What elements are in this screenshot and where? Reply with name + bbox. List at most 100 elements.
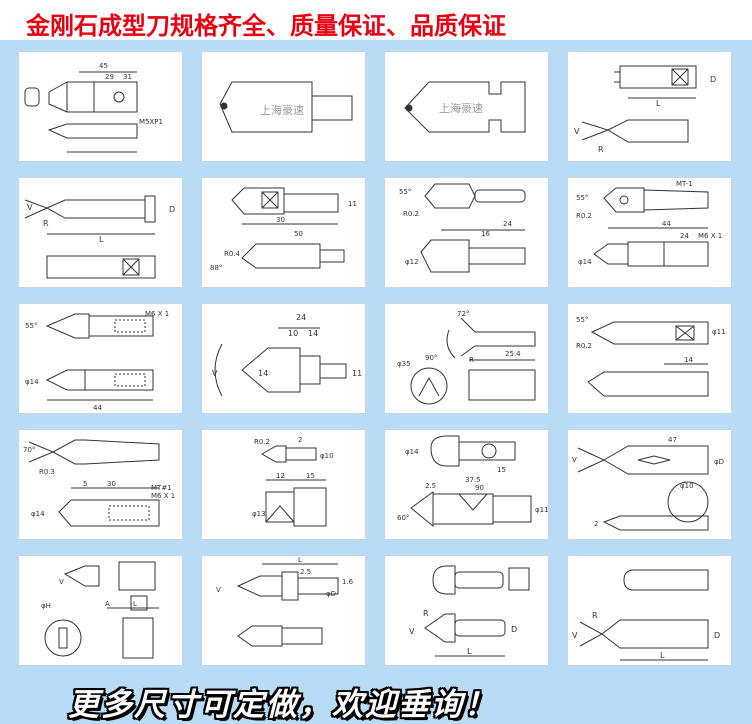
- stepped-vee-drawing: R0.2 2 φ10 12 15 φ13: [252, 436, 334, 540]
- dim-label: φ14: [31, 510, 45, 518]
- dim-label: R: [598, 145, 604, 154]
- dim-label: φ14: [405, 448, 419, 456]
- drawing-card: MT-1 55° R0.2 44 24 M6 X 1 φ14: [567, 177, 732, 288]
- dim-label: 14: [684, 356, 693, 364]
- dim-label: 15: [497, 466, 506, 474]
- square-head-drawing: V φH A L: [41, 556, 183, 666]
- dim-label: 11: [352, 369, 362, 378]
- dim-label: V: [572, 456, 577, 464]
- dim-label: φD: [326, 590, 336, 598]
- dim-label: 30: [107, 480, 116, 488]
- dim-label: L: [467, 647, 472, 656]
- dim-label: L: [298, 556, 302, 564]
- dim-label: 2.5: [300, 568, 311, 576]
- dim-label: R0.4: [224, 250, 241, 258]
- dim-label: 55°: [576, 316, 588, 324]
- drawing-grid: 45 29 31 M5XP1 上海豪速 上海豪速: [18, 51, 734, 681]
- notch-tool-drawing: 47 V φD φ10 2: [572, 436, 724, 540]
- drawing-card: φ14 15 37.5 90 2.5 60° φ11: [384, 429, 549, 540]
- long-vee-drawing: 55° R0.2 φ11 14: [576, 316, 726, 414]
- dim-label: 15: [306, 472, 315, 480]
- headline-text: 金刚石成型刀规格齐全、质量保证、品质保证: [26, 12, 506, 40]
- threaded-tool-drawing: 55° M6 X 1 44 φ14: [25, 310, 169, 412]
- dim-label: 37.5: [465, 476, 481, 484]
- dim-label: 30: [276, 216, 285, 224]
- square-shank-drawing: 30 50 11 R0.4 88°: [210, 178, 357, 272]
- dim-label: L: [133, 600, 137, 608]
- dim-label: R0.2: [254, 438, 270, 446]
- dim-label: R0.3: [39, 468, 55, 476]
- dim-label: 1.6: [342, 578, 354, 586]
- dim-label: 5: [83, 480, 87, 488]
- dim-label: 55°: [399, 188, 411, 196]
- footer-text: 更多尺寸可定做，欢迎垂询！: [68, 687, 497, 723]
- drawing-card: 45 29 31 M5XP1: [18, 51, 183, 162]
- watermark: 上海豪速: [260, 103, 304, 117]
- dim-label: φ10: [680, 482, 694, 490]
- dim-label: φ11: [712, 328, 726, 336]
- dim-label: 50: [294, 230, 303, 238]
- dim-label: 90: [475, 484, 484, 492]
- dim-label: V: [409, 627, 415, 636]
- dim-label: φH: [41, 602, 51, 610]
- dim-label: R0.2: [576, 342, 592, 350]
- dim-label: 44: [93, 404, 102, 412]
- dim-label: φ12: [405, 258, 419, 266]
- dim-label: D: [511, 625, 517, 634]
- dim-label: 11: [348, 200, 357, 208]
- cone-tool-drawing: 上海豪速: [385, 52, 549, 162]
- dim-label: 29: [105, 73, 114, 81]
- drawing-card: V φH A L: [18, 555, 183, 666]
- dim-label: φD: [714, 458, 724, 466]
- dim-label: MT-1: [676, 180, 693, 188]
- headline-bar: 金刚石成型刀规格齐全、质量保证、品质保证: [0, 0, 752, 40]
- long-dome-drawing: R V D L: [572, 556, 720, 666]
- dim-label: 70°: [23, 446, 35, 454]
- dim-label: 2: [594, 520, 598, 528]
- dim-label: V: [574, 127, 580, 136]
- dim-label: 72°: [457, 310, 469, 318]
- taper-shank-drawing: MT-1 55° R0.2 44 24 M6 X 1 φ14: [576, 180, 722, 288]
- dim-label: 90°: [425, 354, 437, 362]
- dim-label: L: [660, 651, 665, 660]
- dim-label: M5XP1: [139, 118, 163, 126]
- dim-label: 31: [123, 73, 132, 81]
- dim-label: MT#1: [151, 484, 172, 492]
- drawing-card: 47 V φD φ10 2: [567, 429, 732, 540]
- vee-tool-drawing: D L V R: [574, 52, 716, 154]
- dim-label: 25.4: [505, 350, 521, 358]
- ball-tool-drawing: V R D L: [409, 556, 549, 666]
- dim-label: φ35: [397, 360, 411, 368]
- dim-label: 45: [99, 62, 108, 70]
- collar-tool-drawing: L 2.5 1.6 V φD: [216, 556, 354, 666]
- drawing-card: R V D L: [567, 555, 732, 666]
- dim-label: 2.5: [425, 482, 436, 490]
- round-nose-drawing: 55° R0.2 16 24 φ12: [399, 178, 549, 288]
- dim-label: D: [169, 205, 175, 214]
- drawing-card: 70° R0.3 30 5 MT#1 M6 X 1 φ14: [18, 429, 183, 540]
- dim-label: R: [43, 219, 49, 228]
- dim-label: 55°: [576, 194, 588, 202]
- dim-label: 24: [680, 232, 689, 240]
- drawing-card: 55° R0.2 16 24 φ12: [384, 177, 549, 288]
- dim-label: 88°: [210, 264, 222, 272]
- dim-label: 44: [662, 220, 671, 228]
- dim-label: 14: [308, 329, 318, 338]
- dim-label: A: [105, 600, 110, 608]
- dim-label: V: [59, 578, 64, 586]
- dim-label: 24: [296, 313, 306, 322]
- drawing-card: L 2.5 1.6 V φD: [201, 555, 366, 666]
- drawing-card: 上海豪速: [201, 51, 366, 162]
- dim-label: 2: [298, 436, 302, 444]
- dim-label: 10: [288, 329, 298, 338]
- dim-label: φ11: [535, 506, 549, 514]
- footer-banner: 更多尺寸可定做，欢迎垂询！: [0, 675, 752, 723]
- dim-label: R: [469, 356, 474, 364]
- drawing-card: D L V R: [567, 51, 732, 162]
- dim-label: V: [212, 369, 218, 378]
- dim-label: M6 X 1: [145, 310, 169, 318]
- dim-label: M6 X 1: [698, 232, 722, 240]
- drawing-card: R0.2 2 φ10 12 15 φ13: [201, 429, 366, 540]
- dim-label: φ14: [25, 378, 39, 386]
